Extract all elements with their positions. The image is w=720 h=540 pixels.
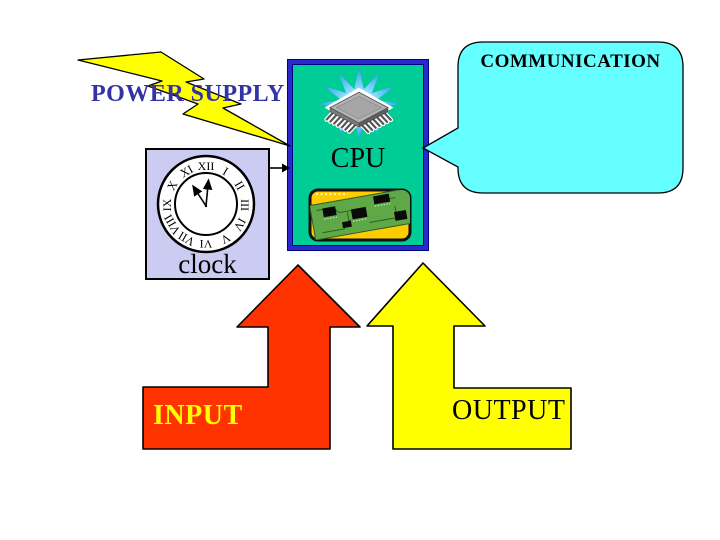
power-supply-label: POWER SUPPLY xyxy=(91,81,285,107)
connector-arrowhead-icon xyxy=(282,163,290,173)
clock-center-dot xyxy=(204,204,208,208)
svg-text:I: I xyxy=(220,164,230,178)
microchip-starburst-icon xyxy=(317,67,401,141)
output-label: OUTPUT xyxy=(452,395,566,426)
communication-bubble-shape xyxy=(421,41,684,194)
svg-text:XI: XI xyxy=(178,162,196,180)
communication-label: COMMUNICATION xyxy=(480,51,661,72)
input-arrow-shape xyxy=(142,264,361,450)
clock-hour-hand xyxy=(192,184,207,207)
chip-die xyxy=(335,95,383,120)
circuit-board-icon xyxy=(308,188,412,242)
lightning-bolt-shape xyxy=(77,51,291,147)
clock-to-cpu-connector xyxy=(270,163,290,173)
svg-text:III: III xyxy=(238,199,252,211)
svg-text:VI: VI xyxy=(200,237,213,251)
input-label: INPUT xyxy=(153,400,243,431)
svg-text:XII: XII xyxy=(198,159,215,173)
svg-text:IX: IX xyxy=(160,198,174,211)
clock-minute-hand xyxy=(202,178,213,207)
chip-pins xyxy=(324,110,394,135)
cpu-label: CPU xyxy=(330,143,386,174)
pcb-art xyxy=(310,190,410,240)
clock-label: clock xyxy=(178,249,237,279)
output-arrow-shape xyxy=(366,262,572,450)
